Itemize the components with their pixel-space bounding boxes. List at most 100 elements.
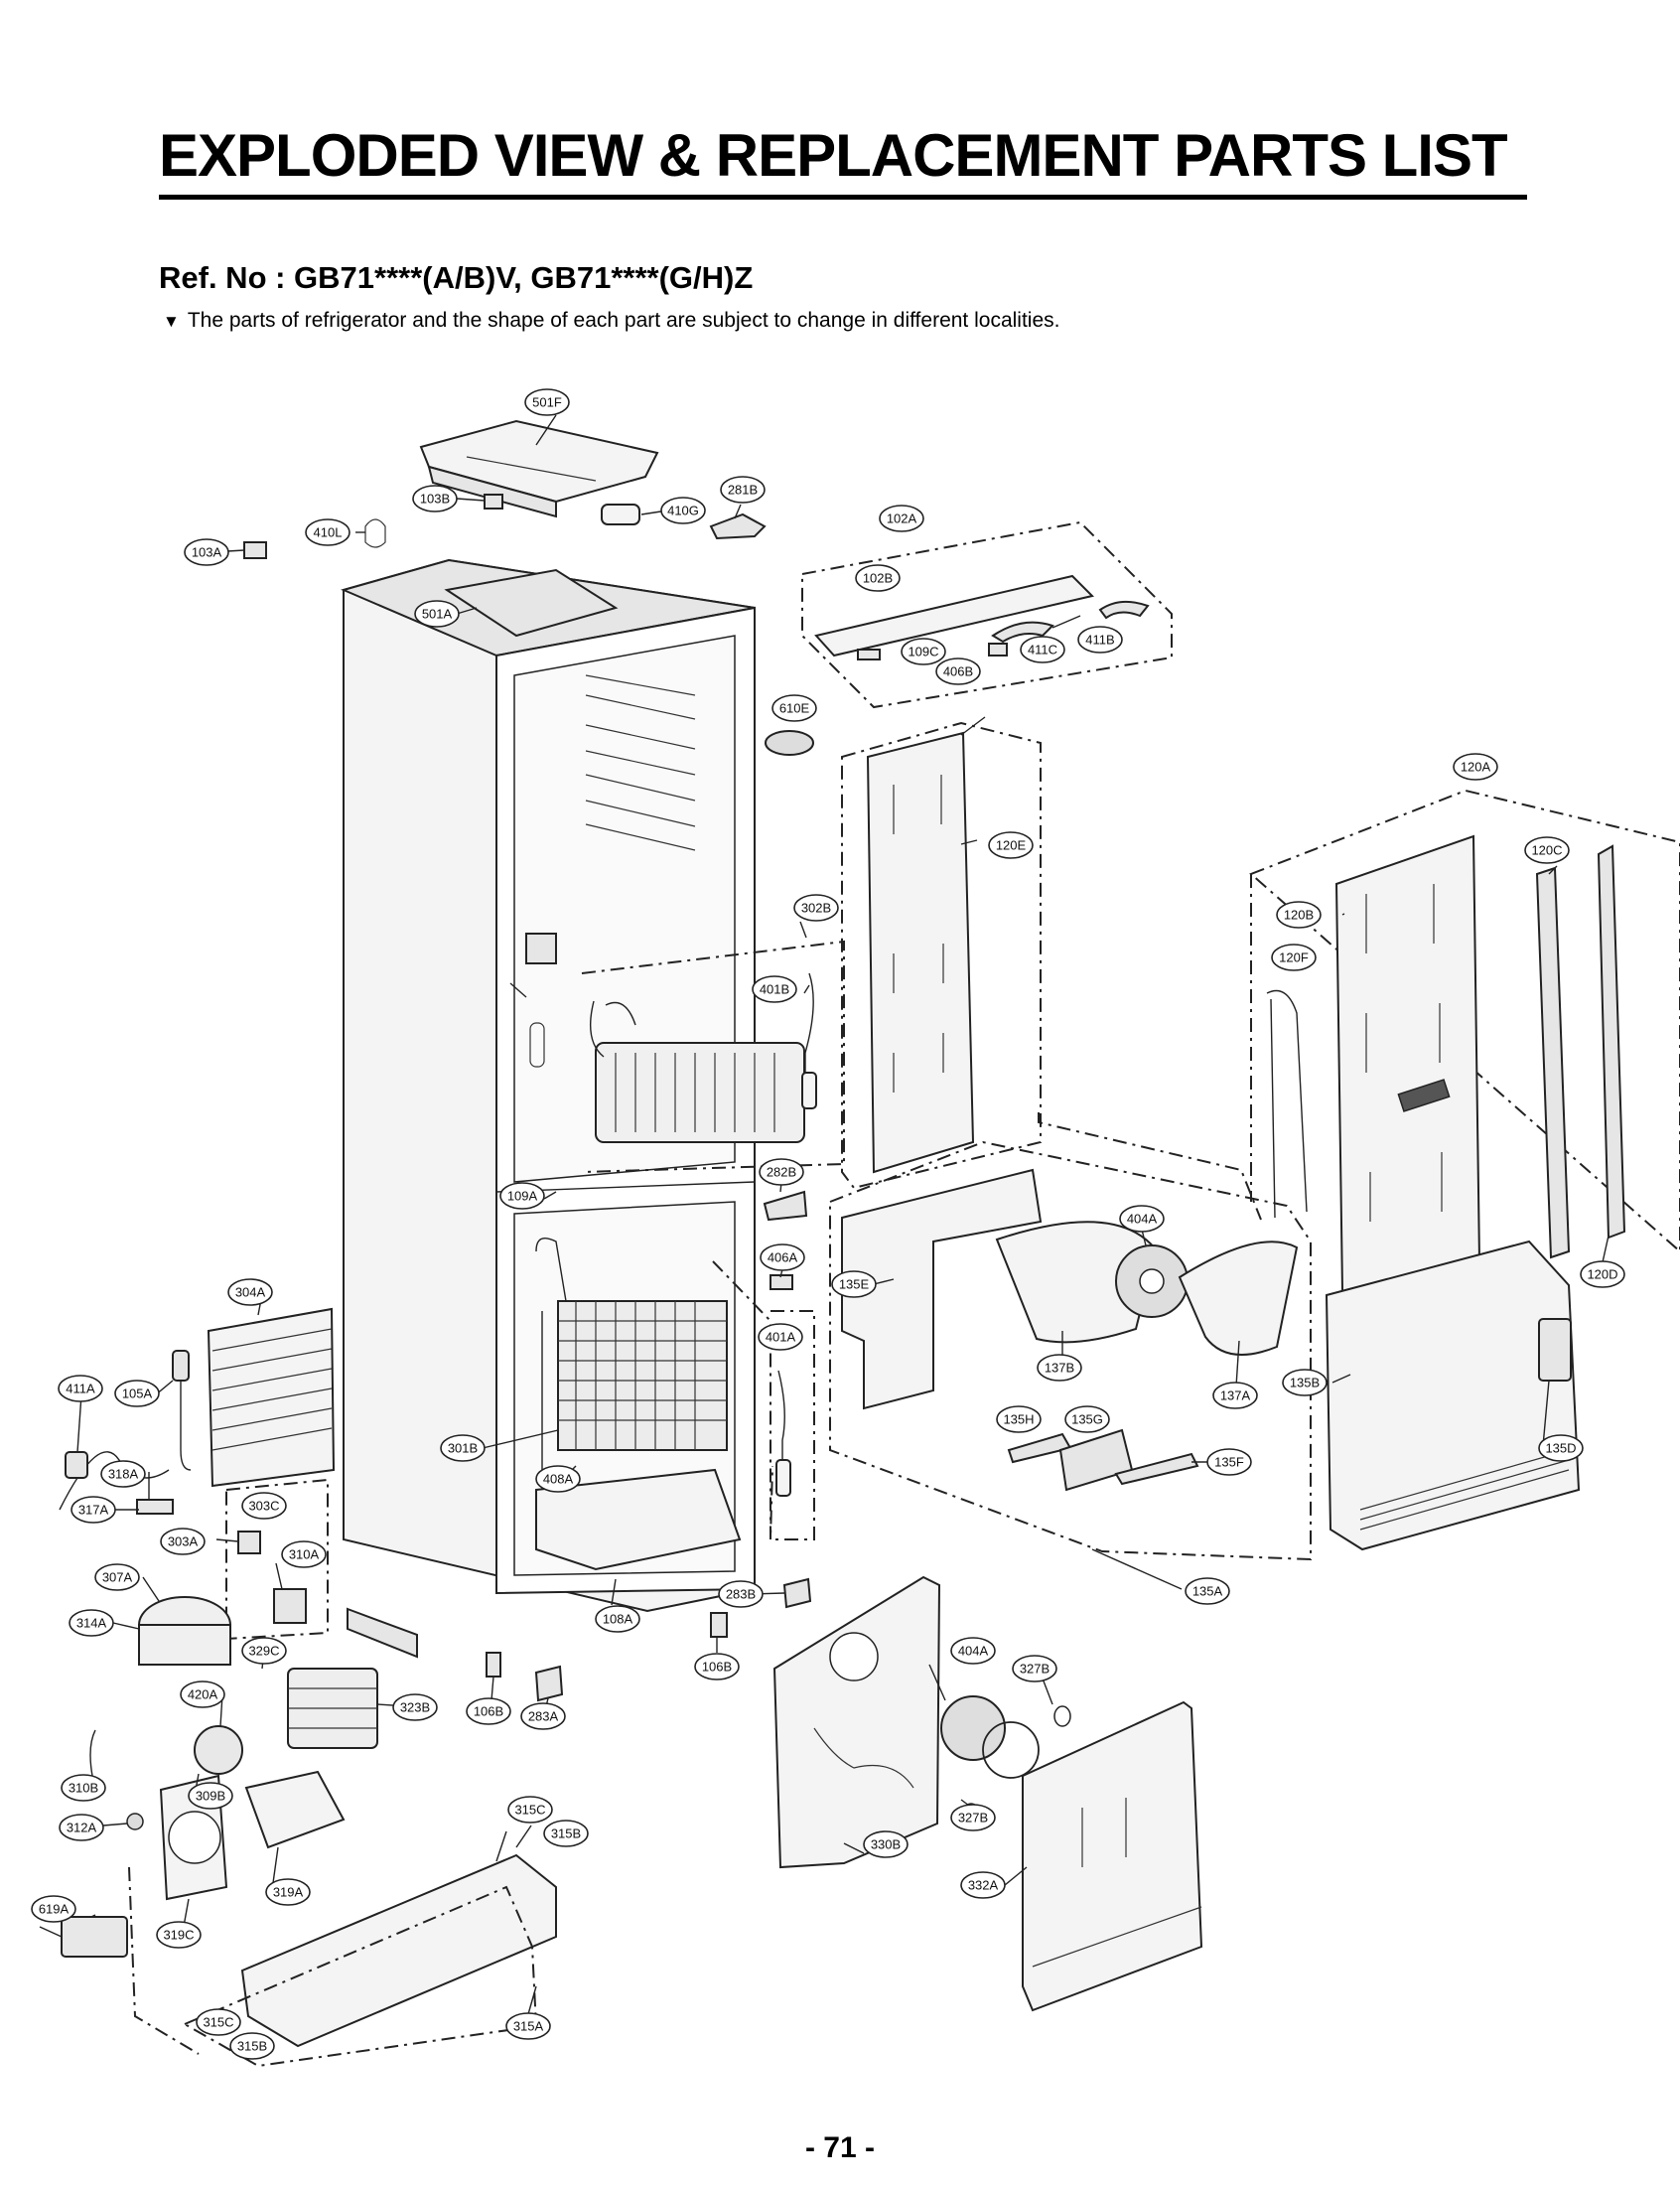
part-315A-tray: [240, 1853, 557, 2048]
svg-text:401A: 401A: [766, 1330, 796, 1345]
part-135D: [1538, 1318, 1572, 1382]
svg-text:303C: 303C: [248, 1499, 279, 1514]
callout-109A: 109A: [499, 1182, 545, 1210]
part-135B: [1325, 1240, 1581, 1551]
svg-text:135F: 135F: [1214, 1455, 1244, 1470]
part-283B: [782, 1577, 812, 1609]
svg-text:408A: 408A: [543, 1472, 574, 1487]
svg-text:106B: 106B: [702, 1660, 732, 1675]
callout-327B: 327B: [1012, 1655, 1057, 1682]
svg-text:501F: 501F: [532, 395, 562, 410]
svg-text:319A: 319A: [273, 1885, 304, 1900]
callout-329C: 329C: [241, 1637, 287, 1665]
part-312A: [126, 1813, 144, 1830]
svg-text:312A: 312A: [67, 1821, 97, 1835]
svg-text:137A: 137A: [1220, 1388, 1251, 1403]
part-103A: [243, 541, 267, 559]
part-501A: [444, 568, 619, 638]
callout-102A: 102A: [879, 505, 924, 532]
part-120B: [1334, 834, 1481, 1293]
part-135F: [1114, 1452, 1199, 1486]
callout-332A: 332A: [960, 1871, 1006, 1899]
callout-323B: 323B: [392, 1693, 438, 1721]
svg-text:315B: 315B: [551, 1826, 581, 1841]
callout-404A-lower: 404A: [950, 1637, 996, 1665]
svg-text:404A: 404A: [1127, 1212, 1158, 1227]
callout-108A: 108A: [595, 1605, 640, 1633]
group-401A: [770, 1310, 815, 1540]
svg-text:282B: 282B: [767, 1165, 796, 1180]
part-103B: [484, 494, 503, 510]
svg-text:327B: 327B: [1020, 1662, 1050, 1677]
svg-text:135E: 135E: [839, 1277, 870, 1292]
svg-text:406A: 406A: [768, 1250, 798, 1265]
callout-309B: 309B: [188, 1782, 233, 1810]
svg-text:619A: 619A: [39, 1902, 70, 1917]
callout-137A: 137A: [1212, 1382, 1258, 1409]
callout-303A: 303A: [160, 1528, 206, 1555]
page-title: EXPLODED VIEW & REPLACEMENT PARTS LIST: [159, 122, 1508, 189]
callout-102B: 102B: [855, 564, 901, 592]
callout-317A: 317A: [70, 1496, 116, 1524]
callout-301B: 301B: [440, 1434, 486, 1462]
callout-315B: 315B: [543, 1820, 589, 1847]
svg-text:406B: 406B: [943, 664, 973, 679]
part-label-plate: [1397, 1079, 1451, 1112]
triangle-marker-icon: ▼: [163, 312, 180, 331]
callout-120A: 120A: [1453, 753, 1498, 781]
callout-501A: 501A: [414, 600, 460, 628]
callout-319A: 319A: [265, 1878, 311, 1906]
callout-120E: 120E: [988, 831, 1034, 859]
callout-137B: 137B: [1037, 1354, 1082, 1382]
part-401B: [804, 972, 814, 1073]
svg-text:610E: 610E: [779, 701, 810, 716]
svg-text:330B: 330B: [871, 1837, 901, 1852]
evaporator-lower: [535, 1238, 728, 1470]
part-420A-fan: [194, 1725, 243, 1775]
svg-text:315A: 315A: [513, 2019, 544, 2034]
svg-text:411C: 411C: [1028, 643, 1057, 657]
part-406A: [770, 1274, 793, 1290]
callout-120C: 120C: [1524, 836, 1570, 864]
part-318A: [136, 1499, 174, 1515]
callout-404A: 404A: [1119, 1205, 1165, 1233]
svg-text:120E: 120E: [996, 838, 1027, 853]
svg-text:283A: 283A: [528, 1709, 559, 1724]
part-106B-lower: [486, 1652, 501, 1678]
callout-106B: 106B: [694, 1653, 740, 1680]
svg-text:103B: 103B: [420, 492, 450, 507]
group-120E: [841, 721, 1042, 1190]
callout-283B: 283B: [718, 1580, 764, 1608]
callout-310A: 310A: [281, 1540, 327, 1568]
part-310A: [273, 1588, 307, 1624]
callout-610E: 610E: [771, 694, 817, 722]
part-120C: [1535, 866, 1571, 1259]
svg-text:318A: 318A: [108, 1467, 139, 1482]
part-411B: [1098, 600, 1150, 620]
callout-411B: 411B: [1077, 626, 1123, 654]
callout-120B: 120B: [1276, 901, 1322, 929]
callout-304A: 304A: [227, 1278, 273, 1306]
callout-307A: 307A: [94, 1563, 140, 1591]
part-283A: [534, 1665, 564, 1702]
callout-103B: 103B: [412, 485, 458, 512]
callout-120D: 120D: [1580, 1260, 1625, 1288]
svg-text:420A: 420A: [188, 1687, 218, 1702]
callout-420A: 420A: [180, 1680, 225, 1708]
part-120D: [1597, 844, 1626, 1240]
part-404A-fan-lower: [940, 1695, 1006, 1761]
svg-text:283B: 283B: [726, 1587, 756, 1602]
part-303A: [237, 1531, 261, 1554]
svg-text:135B: 135B: [1290, 1376, 1320, 1390]
svg-text:135A: 135A: [1192, 1584, 1223, 1599]
part-304A-condenser: [207, 1307, 336, 1488]
svg-text:411B: 411B: [1085, 633, 1114, 648]
svg-text:304A: 304A: [235, 1285, 266, 1300]
part-281B: [709, 512, 767, 540]
part-330B: [772, 1575, 941, 1869]
callout-411C: 411C: [1020, 636, 1065, 663]
svg-text:332A: 332A: [968, 1878, 999, 1893]
svg-text:315B: 315B: [237, 2039, 267, 2054]
svg-text:314A: 314A: [76, 1616, 107, 1631]
part-619A-motor: [39, 1916, 128, 1958]
